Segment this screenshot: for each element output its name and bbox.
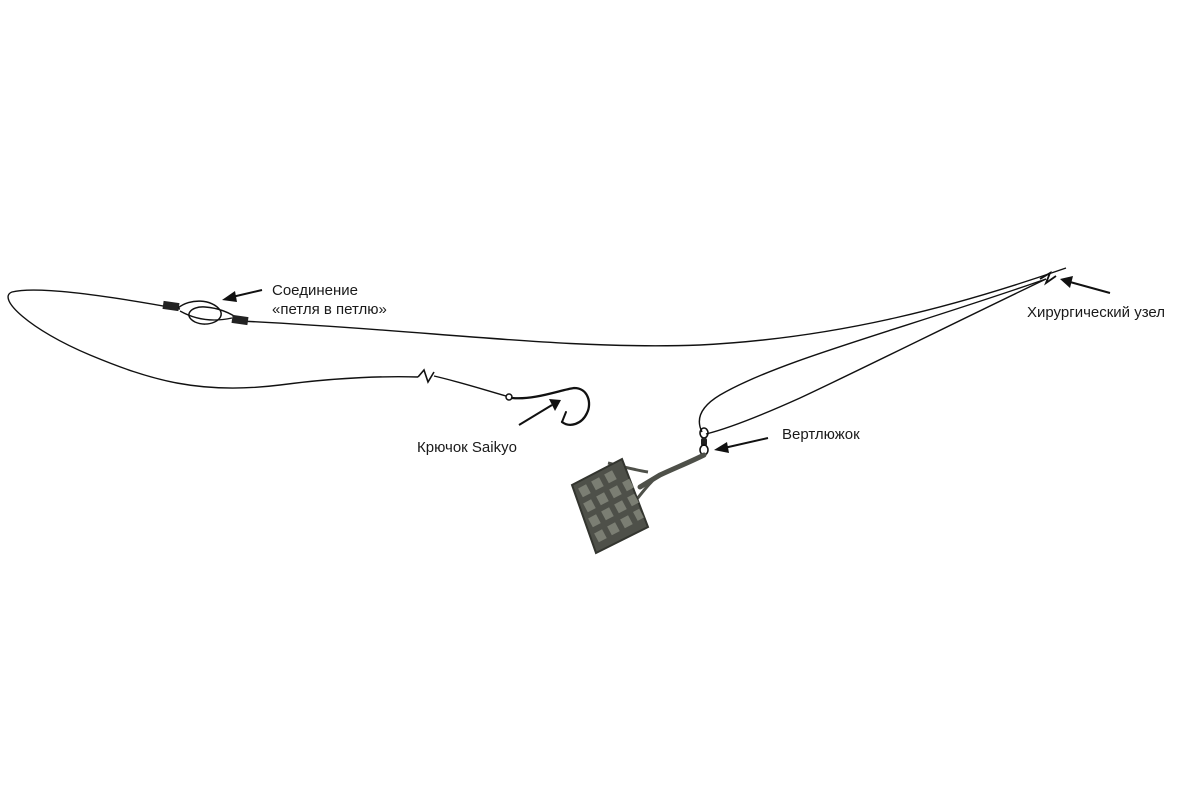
surgeon-knot: [1039, 270, 1057, 286]
arrow-hook: [518, 399, 561, 426]
leader-line: [7, 289, 419, 389]
label-loop-connection: Соединение «петля в петлю»: [272, 281, 387, 319]
arrow-surgeon-knot: [1060, 276, 1111, 294]
label-swivel: Вертлюжок: [782, 426, 860, 443]
label-loop-connection-line1: Соединение: [272, 282, 358, 299]
loop-in-loop-connection: [162, 300, 249, 326]
leader-line-to-hook: [433, 375, 507, 397]
swivel-icon: [699, 427, 709, 456]
line-break-mark: [417, 368, 435, 384]
label-loop-connection-line2: «петля в петлю»: [272, 301, 387, 318]
main-line: [239, 267, 1067, 347]
label-surgeon-knot: Хирургический узел: [1027, 304, 1166, 321]
hook-icon: [505, 386, 591, 426]
arrow-loop-connection: [222, 289, 263, 302]
feeder-loop-line-outer: [698, 278, 1047, 433]
arrow-swivel: [714, 437, 769, 453]
label-hook: Крючок Saikyo: [417, 439, 517, 456]
feeder-loop-line-inner: [705, 278, 1047, 435]
feeder-icon: [570, 452, 707, 555]
